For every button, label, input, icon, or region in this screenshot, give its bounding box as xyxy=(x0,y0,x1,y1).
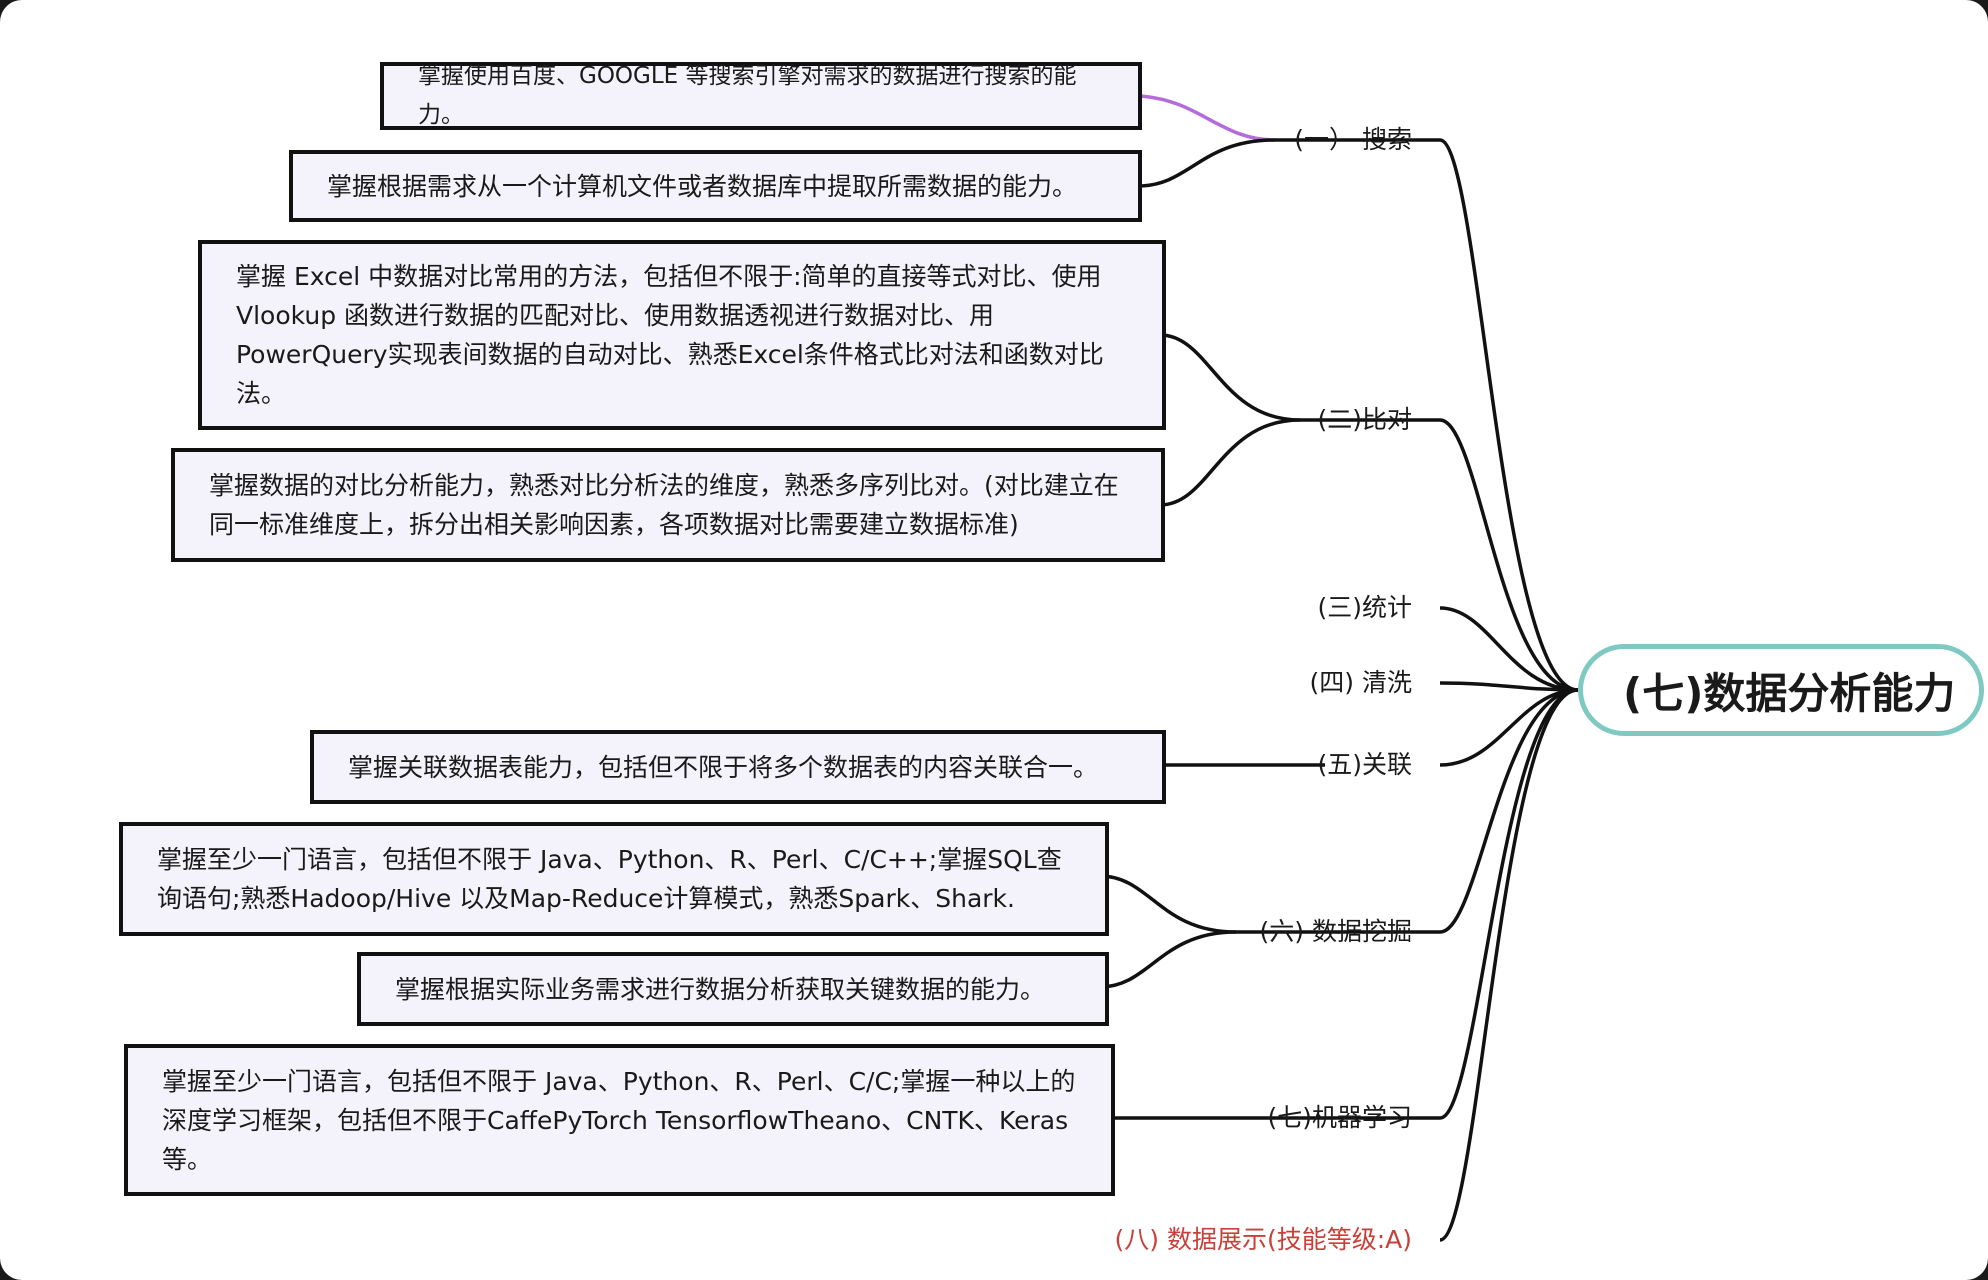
branch-data-visualization[interactable]: (八) 数据展示(技能等级:A) xyxy=(1114,1225,1413,1254)
leaf-compare-1: 掌握 Excel 中数据对比常用的方法，包括但不限于:简单的直接等式对比、使用 … xyxy=(198,240,1166,430)
leaf-search-1: 掌握使用百度、GOOGLE 等搜索引擎对需求的数据进行搜索的能力。 xyxy=(380,62,1142,130)
link-root-branch-5 xyxy=(1439,688,1579,767)
leaf-mining-2: 掌握根据实际业务需求进行数据分析获取关键数据的能力。 xyxy=(357,952,1109,1026)
leaf-text: 掌握关联数据表能力，包括但不限于将多个数据表的内容关联合一。 xyxy=(348,752,1099,782)
leaf-mining-1: 掌握至少一门语言，包括但不限于 Java、Python、R、Perl、C/C++… xyxy=(119,822,1109,936)
leaf-text: 掌握根据需求从一个计算机文件或者数据库中提取所需数据的能力。 xyxy=(327,171,1078,201)
link-root-branch-1 xyxy=(1439,138,1579,692)
link-branch1-leaf2 xyxy=(1137,138,1276,188)
leaf-search-2: 掌握根据需求从一个计算机文件或者数据库中提取所需数据的能力。 xyxy=(289,150,1142,222)
root-topic[interactable]: (七)数据分析能力 xyxy=(1578,644,1984,736)
leaf-join-1: 掌握关联数据表能力，包括但不限于将多个数据表的内容关联合一。 xyxy=(310,730,1166,804)
link-branch6-leaf2 xyxy=(1099,930,1237,989)
branch-join[interactable]: (五)关联 xyxy=(1317,750,1412,779)
link-branch1-leaf1 xyxy=(1139,94,1276,142)
link-root-branch-6 xyxy=(1439,688,1579,934)
link-branch6-leaf1 xyxy=(1099,874,1237,934)
leaf-text: 掌握使用百度、GOOGLE 等搜索引擎对需求的数据进行搜索的能力。 xyxy=(418,63,1077,128)
leaf-text: 掌握 Excel 中数据对比常用的方法，包括但不限于:简单的直接等式对比、使用 … xyxy=(236,262,1104,408)
branch-data-mining[interactable]: (六) 数据挖掘 xyxy=(1259,917,1412,946)
link-root-branch-8 xyxy=(1439,688,1579,1242)
leaf-compare-2: 掌握数据的对比分析能力，熟悉对比分析法的维度，熟悉多序列比对。(对比建立在同一标… xyxy=(171,448,1165,562)
leaf-text: 掌握数据的对比分析能力，熟悉对比分析法的维度，熟悉多序列比对。(对比建立在同一标… xyxy=(209,471,1119,539)
leaf-text: 掌握至少一门语言，包括但不限于 Java、Python、R、Perl、C/C++… xyxy=(157,845,1062,913)
leaf-text: 掌握根据实际业务需求进行数据分析获取关键数据的能力。 xyxy=(395,974,1046,1004)
branch-search[interactable]: (一） 搜索 xyxy=(1294,125,1412,154)
branch-compare[interactable]: (二)比对 xyxy=(1317,405,1412,434)
link-root-branch-2 xyxy=(1439,418,1579,692)
link-root-branch-3 xyxy=(1439,606,1579,692)
link-root-branch-4 xyxy=(1439,681,1579,692)
leaf-ml-1: 掌握至少一门语言，包括但不限于 Java、Python、R、Perl、C/C;掌… xyxy=(124,1044,1115,1196)
link-root-branch-7 xyxy=(1439,688,1579,1120)
root-title: (七)数据分析能力 xyxy=(1623,668,1956,718)
branch-cleaning[interactable]: (四) 清洗 xyxy=(1309,668,1412,697)
branch-machine-learning[interactable]: (七)机器学习 xyxy=(1267,1103,1412,1132)
link-branch2-leaf1 xyxy=(1159,333,1301,422)
branch-statistics[interactable]: (三)统计 xyxy=(1317,593,1412,622)
leaf-text: 掌握至少一门语言，包括但不限于 Java、Python、R、Perl、C/C;掌… xyxy=(162,1066,1076,1174)
link-branch2-leaf2 xyxy=(1159,418,1301,507)
